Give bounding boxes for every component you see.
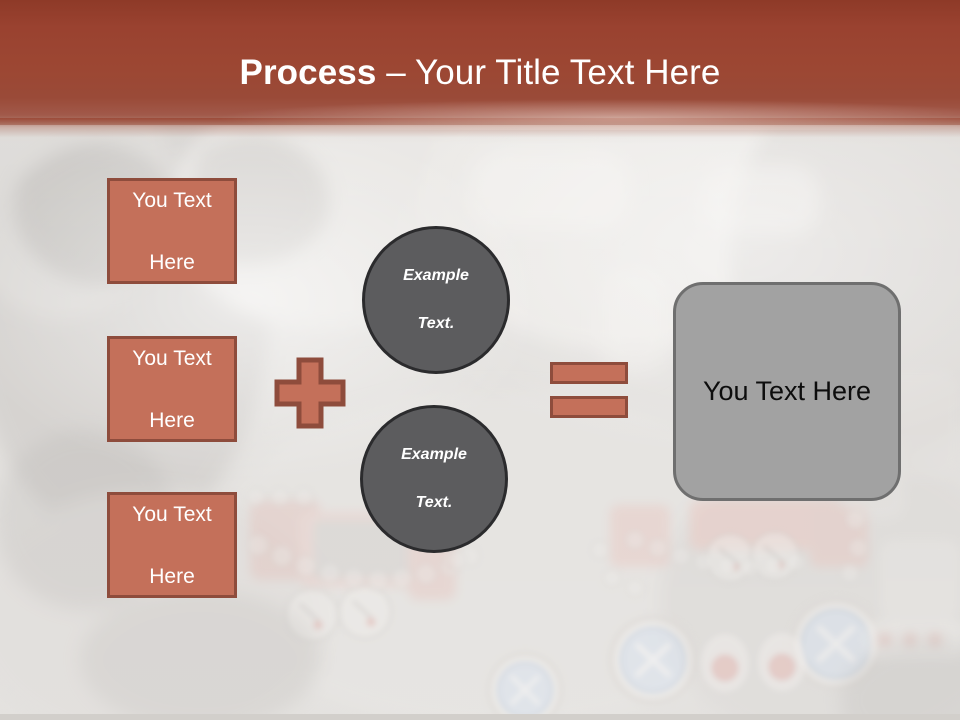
result-box-label: You Text Here: [702, 375, 872, 406]
page-title-bold: Process: [239, 53, 377, 92]
header-fade: [0, 118, 960, 144]
equals-bar-bottom: [550, 396, 628, 418]
header-band: [0, 0, 960, 125]
page-title-rest: – Your Title Text Here: [376, 53, 721, 92]
result-box[interactable]: You Text Here: [673, 282, 901, 501]
equals-bar-top: [550, 362, 628, 384]
slide-bottom-edge: [0, 714, 960, 720]
plus-sign-icon: [274, 357, 346, 429]
equals-sign-icon: [550, 362, 628, 424]
page-title: Process – Your Title Text Here: [0, 52, 960, 94]
